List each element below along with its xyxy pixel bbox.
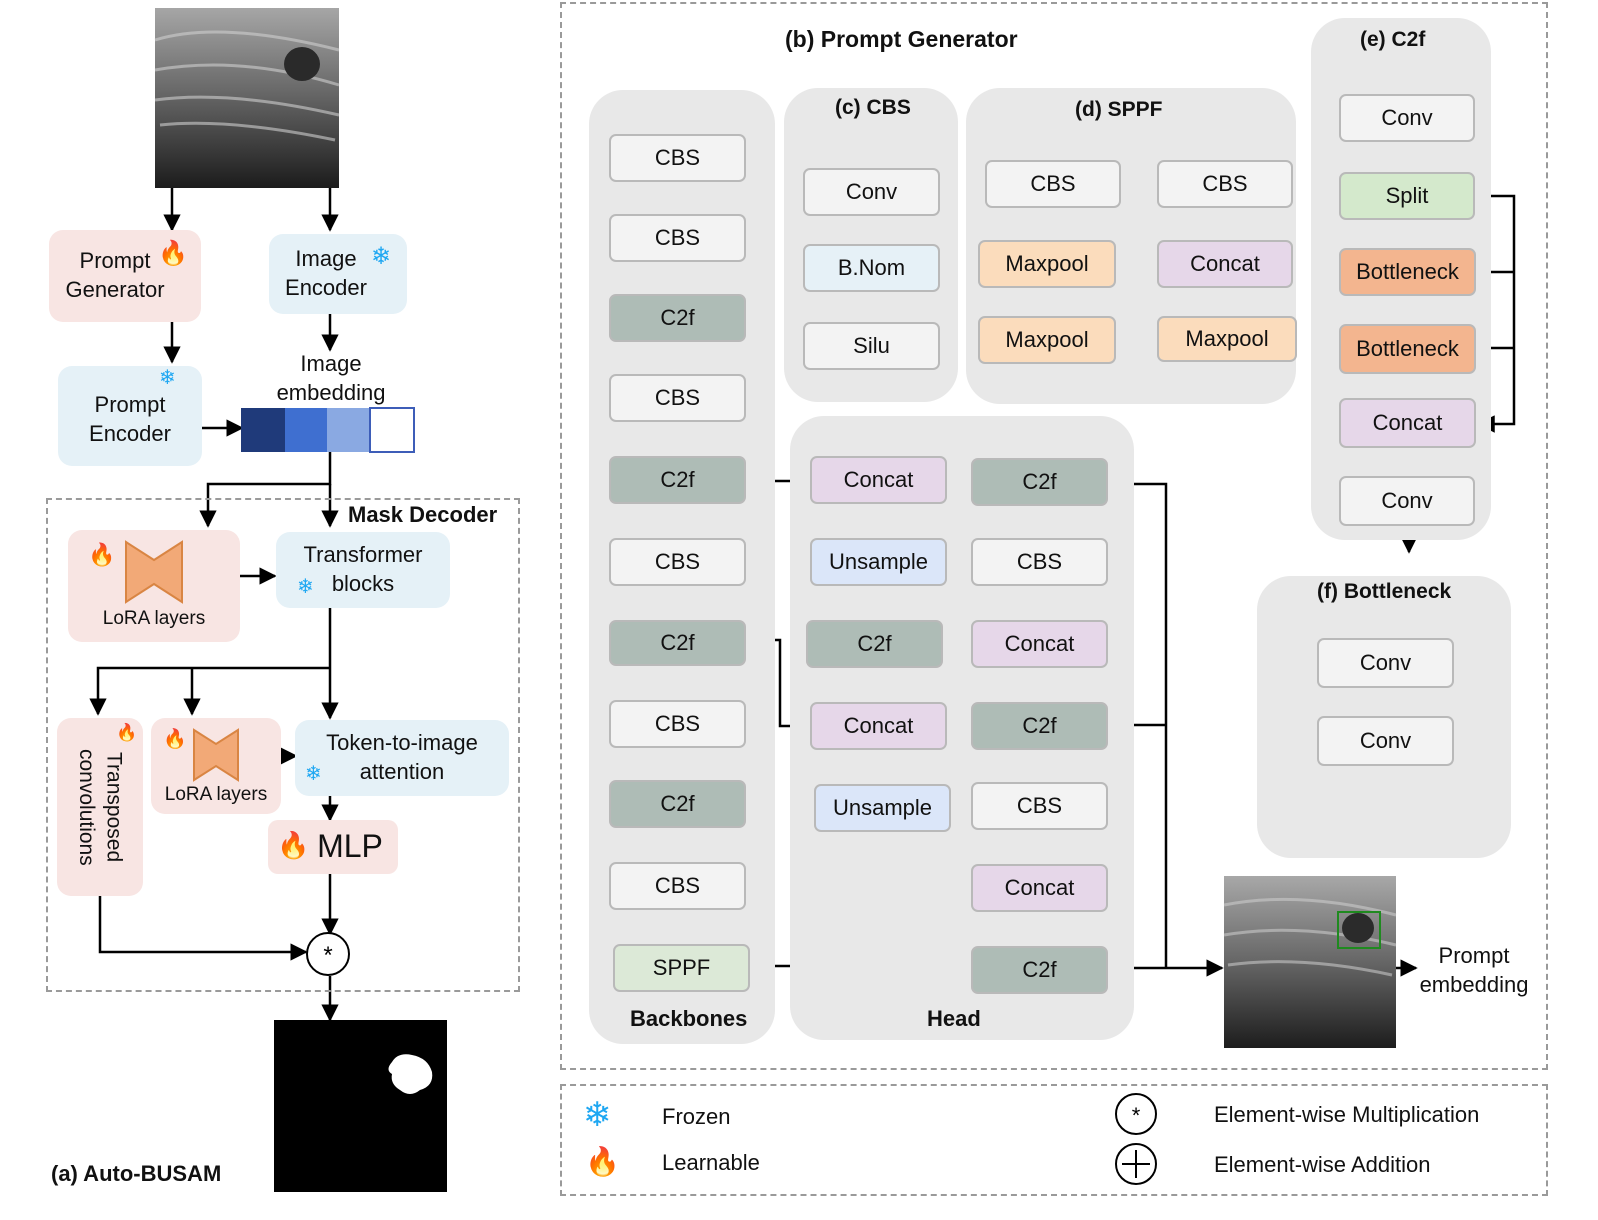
c2f-conv: Conv	[1339, 476, 1475, 526]
c2f-bottleneck: Bottleneck	[1339, 324, 1476, 374]
backbone-cbs: CBS	[609, 374, 746, 422]
fire-icon: 🔥	[163, 729, 187, 750]
mask-decoder-frame	[46, 498, 520, 992]
backbone-c2f: C2f	[609, 620, 746, 666]
legend-multiplication-label: Element-wise Multiplication	[1214, 1102, 1480, 1127]
cbs-bnorm: B.Nom	[803, 244, 940, 292]
backbone-cbs: CBS	[609, 700, 746, 748]
panel-f-title: (f) Bottleneck	[1317, 580, 1452, 603]
ultrasound-bbox-image	[1223, 876, 1397, 1048]
fire-icon: 🔥	[158, 240, 188, 267]
head-cbs: CBS	[971, 538, 1108, 586]
snowflake-icon: ❄	[159, 367, 176, 389]
c2f-concat: Concat	[1339, 398, 1476, 448]
backbone-c2f: C2f	[609, 780, 746, 828]
sppf-maxpool: Maxpool	[978, 240, 1116, 288]
head-cbs: CBS	[971, 782, 1108, 830]
head-concat: Concat	[971, 864, 1108, 912]
backbone-cbs: CBS	[609, 214, 746, 262]
panel-a-title: (a) Auto-BUSAM	[51, 1161, 222, 1186]
legend-multiply-symbol: *	[1132, 1103, 1141, 1128]
lora-layers-label-1: LoRA layers	[102, 608, 206, 630]
backbone-cbs: CBS	[609, 538, 746, 586]
backbone-cbs: CBS	[609, 862, 746, 910]
cbs-conv: Conv	[803, 168, 940, 216]
backbone-cbs: CBS	[609, 134, 746, 182]
fire-icon: 🔥	[277, 830, 310, 860]
bottleneck-conv: Conv	[1317, 638, 1454, 688]
head-concat: Concat	[810, 456, 947, 504]
c2f-split: Split	[1339, 172, 1475, 220]
transposed-convolutions-label: Transposed convolutions	[75, 748, 126, 866]
head-c2f: C2f	[971, 458, 1108, 506]
fire-icon: 🔥	[88, 542, 116, 567]
head-c2f: C2f	[971, 946, 1108, 994]
snowflake-icon: ❄	[305, 763, 322, 785]
snowflake-icon: ❄	[297, 576, 314, 598]
panel-b-title: (b) Prompt Generator	[785, 26, 1018, 52]
legend-multiply-icon	[1115, 1093, 1157, 1135]
sppf-maxpool: Maxpool	[978, 316, 1116, 364]
snowflake-icon: ❄	[583, 1096, 612, 1134]
bottleneck-conv: Conv	[1317, 716, 1454, 766]
cbs-silu: Silu	[803, 322, 940, 370]
backbone-c2f: C2f	[609, 456, 746, 504]
prompt-generator-label: Prompt Generator	[65, 248, 165, 302]
panel-d-title: (d) SPPF	[1075, 98, 1163, 121]
sppf-concat: Concat	[1157, 240, 1293, 288]
snowflake-icon: ❄	[371, 243, 392, 270]
multiply-node-symbol: *	[323, 942, 332, 969]
ultrasound-input-image	[154, 8, 340, 188]
mlp-label: MLP	[317, 828, 383, 865]
prompt-encoder-label: Prompt Encoder	[89, 392, 171, 446]
prompt-generator-frame	[560, 2, 1548, 1070]
c2f-bottleneck: Bottleneck	[1339, 248, 1476, 296]
backbones-label: Backbones	[630, 1006, 748, 1031]
transformer-blocks-block: Transformer blocks	[276, 532, 450, 608]
token-to-image-attention-label: Token-to-image attention	[326, 730, 478, 784]
lora-bowtie-icon	[193, 728, 239, 782]
legend-frame	[560, 1084, 1548, 1196]
mlp-block: MLP	[268, 820, 398, 874]
image-encoder-block: Image Encoder	[269, 234, 407, 314]
prompt-generator-block: Prompt Generator	[49, 230, 201, 322]
embedding-token-bar	[241, 407, 415, 453]
token-to-image-attention-block: Token-to-image attention	[295, 720, 509, 796]
legend-addition-icon	[1115, 1143, 1157, 1185]
sppf-cbs: CBS	[985, 160, 1121, 208]
head-c2f: C2f	[971, 702, 1108, 750]
image-embedding-label: Image embedding	[276, 351, 386, 405]
backbone-c2f: C2f	[609, 294, 746, 342]
legend-learnable-label: Learnable	[662, 1150, 760, 1175]
fire-icon: 🔥	[116, 723, 138, 742]
sppf-maxpool: Maxpool	[1157, 316, 1297, 362]
head-concat: Concat	[971, 620, 1108, 668]
head-c2f: C2f	[806, 620, 943, 668]
panel-c-title: (c) CBS	[835, 96, 911, 119]
multiply-node	[306, 932, 350, 976]
lora-layers-block-1: LoRA layers	[68, 530, 240, 642]
sppf-cbs: CBS	[1157, 160, 1293, 208]
lora-layers-label-2: LoRA layers	[164, 784, 268, 806]
backbone-sppf: SPPF	[613, 944, 750, 992]
lora-bowtie-icon	[125, 540, 183, 604]
prompt-embedding-label: Prompt embedding	[1419, 943, 1529, 997]
image-encoder-label: Image Encoder	[285, 246, 367, 300]
prompt-encoder-block: Prompt Encoder	[58, 366, 202, 466]
head-unsample: Unsample	[810, 538, 947, 586]
transformer-blocks-label: Transformer blocks	[303, 542, 423, 596]
legend-frozen-label: Frozen	[662, 1104, 731, 1129]
legend-addition-label: Element-wise Addition	[1214, 1152, 1431, 1177]
predicted-mask-image	[274, 1020, 447, 1192]
fire-icon: 🔥	[585, 1146, 620, 1177]
head-concat: Concat	[810, 702, 947, 750]
mask-decoder-title: Mask Decoder	[348, 502, 498, 527]
head-label: Head	[927, 1006, 981, 1031]
panel-e-title: (e) C2f	[1360, 28, 1426, 51]
legend-symbols: *	[1115, 1093, 1157, 1185]
transposed-convolutions-block: Transposed convolutions	[57, 718, 143, 896]
head-unsample: Unsample	[814, 784, 951, 832]
c2f-conv: Conv	[1339, 94, 1475, 142]
